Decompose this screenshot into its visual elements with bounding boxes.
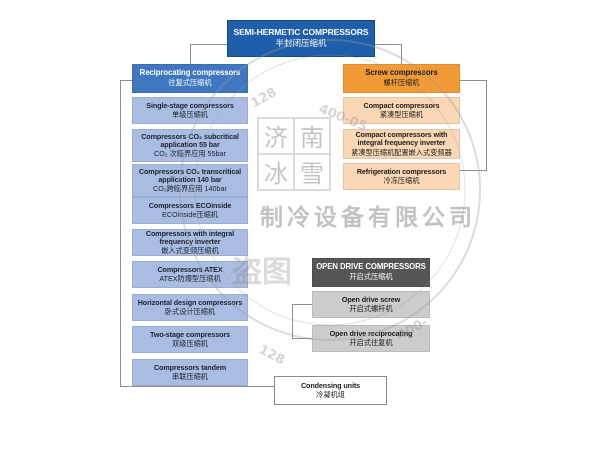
reciprocating-item-label-zh: 嵌入式变频压缩机 — [161, 246, 219, 256]
reciprocating-item-label: Compressors ATEX — [157, 264, 223, 274]
reciprocating-item-label: Horizontal design compressors — [137, 297, 243, 307]
connector-open-drive-top — [292, 304, 312, 305]
watermark-number: 128 — [249, 85, 280, 112]
open-drive-header: OPEN DRIVE COMPRESSORS 开启式压缩机 — [312, 258, 430, 287]
root-title-zh: 半封闭压缩机 — [275, 38, 327, 48]
reciprocating-item-label: Compressors ECOinside — [148, 200, 232, 210]
reciprocating-item-label-zh: ECOinside压缩机 — [162, 210, 218, 219]
reciprocating-item: Compressors tandem 串联压缩机 — [132, 359, 248, 386]
connector-open-drive-bottom — [292, 338, 312, 339]
reciprocating-item-label-zh: 卧式设计压缩机 — [164, 307, 216, 316]
condensing-units-title-zh: 冷凝机组 — [316, 390, 345, 399]
connector-root-right — [375, 44, 402, 45]
root-node: SEMI-HERMETIC COMPRESSORS 半封闭压缩机 — [227, 20, 375, 57]
screw-item-label: Refrigeration compressors — [356, 166, 447, 176]
open-drive-item: Open drive reciprocating 开启式往复机 — [312, 325, 430, 352]
reciprocating-header-title-zh: 往复式压缩机 — [168, 78, 212, 88]
screw-header-title-zh: 螺杆压缩机 — [383, 78, 420, 88]
connector-screw-bottom — [460, 170, 487, 171]
connector-root-right-down — [401, 44, 402, 64]
screw-item-label: Compact compressors with integral freque… — [355, 130, 448, 148]
connector-reciprocating-spine — [120, 80, 121, 387]
reciprocating-item: Compressors CO₂ subcritical application … — [132, 129, 248, 162]
screw-header: Screw compressors 螺杆压缩机 — [343, 64, 460, 93]
watermark-company: 制冷设备有限公司 — [260, 204, 476, 231]
reciprocating-header: Reciprocating compressors 往复式压缩机 — [132, 64, 248, 93]
reciprocating-item-label-zh: 单级压缩机 — [172, 110, 208, 119]
condensing-units-title: Condensing units — [300, 380, 361, 390]
screw-item: Compact compressors 紧凑型压缩机 — [343, 97, 460, 124]
connector-reciprocating-top — [120, 80, 132, 81]
watermark-seal-char: 南 — [300, 124, 324, 152]
watermark-seal-char: 雪 — [300, 160, 324, 188]
open-drive-header-title-zh: 开启式压缩机 — [349, 272, 393, 282]
watermark-seal-char: 济 — [264, 124, 288, 152]
reciprocating-header-title: Reciprocating compressors — [139, 68, 241, 78]
open-drive-item-label-zh: 开启式往复机 — [349, 338, 393, 347]
screw-item-label: Compact compressors — [363, 100, 440, 110]
screw-item-label-zh: 紧凑型压缩机 — [379, 110, 424, 119]
reciprocating-item: Single-stage compressors 单级压缩机 — [132, 97, 248, 124]
watermark-number: 128 — [256, 342, 287, 368]
reciprocating-item-label: Compressors with integral frequency inve… — [145, 228, 235, 246]
reciprocating-item: Compressors ATEX ATEX防爆型压缩机 — [132, 261, 248, 288]
connector-screw-spine — [486, 80, 487, 171]
connector-open-drive-spine — [292, 304, 293, 339]
reciprocating-item-label-zh: 双级压缩机 — [172, 339, 208, 348]
reciprocating-item-label: Compressors tandem — [153, 362, 227, 372]
open-drive-item-label: Open drive screw — [341, 294, 401, 304]
connector-root-left — [190, 44, 228, 45]
reciprocating-item-label: Single-stage compressors — [146, 100, 234, 110]
connector-condensing-bottom — [120, 386, 274, 387]
screw-item-label-zh: 冷冻压缩机 — [383, 176, 420, 185]
screw-item-label-zh: 紧凑型压缩机配置嵌入式变频器 — [351, 147, 452, 157]
screw-item: Refrigeration compressors 冷冻压缩机 — [343, 163, 460, 190]
reciprocating-item: Compressors with integral frequency inve… — [132, 229, 248, 256]
connector-root-left-down — [190, 44, 191, 64]
reciprocating-item-label: Compressors CO₂ subcritical application … — [141, 131, 239, 149]
connector-screw-top — [460, 80, 487, 81]
open-drive-item-label: Open drive reciprocating — [329, 328, 413, 338]
reciprocating-item: Compressors CO₂ transcritical applicatio… — [132, 164, 248, 197]
reciprocating-item-label-zh: ATEX防爆型压缩机 — [159, 274, 221, 283]
condensing-units-node: Condensing units 冷凝机组 — [274, 376, 387, 405]
reciprocating-item-label-zh: CO₂跨临界应用 140bar — [153, 184, 227, 194]
reciprocating-item: Compressors ECOinside ECOinside压缩机 — [132, 197, 248, 224]
open-drive-item-label-zh: 开启式螺杆机 — [349, 304, 393, 313]
reciprocating-item-label: Two-stage compressors — [149, 329, 231, 339]
screw-item: Compact compressors with integral freque… — [343, 129, 460, 159]
reciprocating-item: Two-stage compressors 双级压缩机 — [132, 326, 248, 353]
reciprocating-item-label-zh: CO₂ 次临界应用 55bar — [154, 149, 226, 159]
reciprocating-item-label-zh: 串联压缩机 — [172, 372, 208, 381]
root-title: SEMI-HERMETIC COMPRESSORS — [233, 27, 369, 38]
open-drive-header-title: OPEN DRIVE COMPRESSORS — [316, 262, 426, 272]
reciprocating-item-label: Compressors CO₂ transcritical applicatio… — [138, 166, 242, 184]
reciprocating-item: Horizontal design compressors 卧式设计压缩机 — [132, 294, 248, 321]
screw-header-title: Screw compressors — [365, 68, 438, 78]
watermark-seal-char: 冰 — [264, 160, 288, 188]
open-drive-item: Open drive screw 开启式螺杆机 — [312, 291, 430, 318]
